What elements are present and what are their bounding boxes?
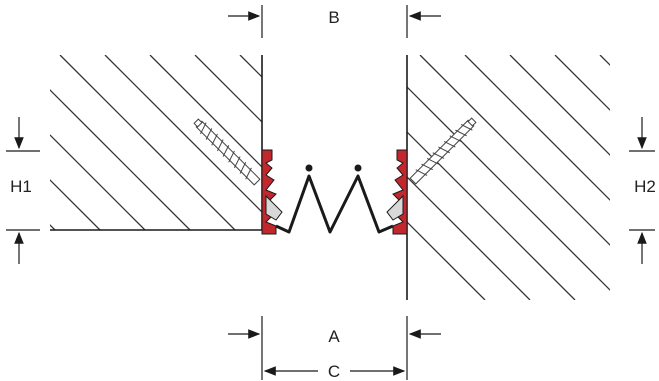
label-b: B: [328, 8, 339, 27]
edge-profile-left: [261, 149, 283, 235]
dimension-c: [261, 350, 408, 380]
dimension-b: [228, 5, 441, 38]
seal-crest-left: [305, 164, 313, 172]
dimension-h1: [6, 117, 40, 264]
bellows-seal: [275, 174, 394, 234]
label-c: C: [328, 362, 340, 381]
seal-crest-right: [354, 164, 362, 172]
left-substrate: [50, 55, 262, 230]
label-h2: H2: [634, 177, 656, 196]
label-h1: H1: [10, 177, 32, 196]
screw-anchor-right-icon: [409, 117, 477, 185]
dimension-a: [228, 316, 441, 350]
right-substrate: [407, 55, 610, 300]
dimension-h2: [629, 117, 655, 264]
screw-anchor-left-icon: [193, 118, 261, 186]
label-a: A: [328, 327, 340, 346]
left-substrate-edge: [50, 55, 263, 231]
edge-profile-right: [386, 149, 408, 235]
